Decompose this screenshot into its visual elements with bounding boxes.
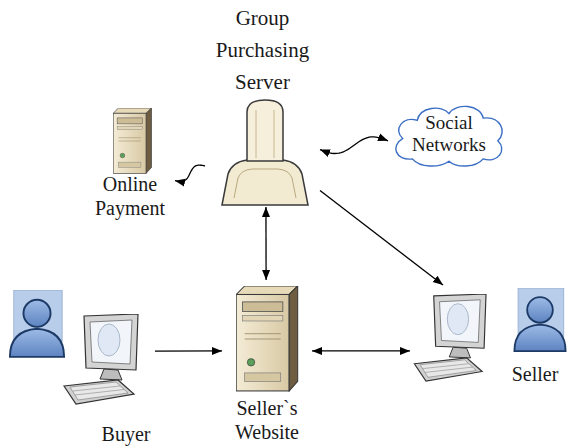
- arrow-line: [320, 191, 443, 285]
- node-label: Group Purchasing Server: [207, 2, 318, 98]
- seller-computer-icon: [414, 294, 486, 381]
- server-node: Group Purchasing Server: [205, 2, 320, 207]
- arrow-line: [312, 350, 410, 351]
- website-node: Seller`s Website: [222, 280, 312, 445]
- server-column: [247, 100, 283, 161]
- node-label: Seller`s Website: [222, 396, 312, 444]
- arrow-line: [155, 350, 222, 351]
- arrow-line: [265, 207, 266, 280]
- node-label: Seller: [498, 363, 572, 385]
- payment-node: Online Payment: [85, 105, 175, 227]
- buyer-node: Buyer: [8, 283, 155, 445]
- seller-person-icon: [514, 288, 565, 351]
- server-base: [222, 160, 308, 205]
- server-column-line: [274, 110, 275, 158]
- wavy-arrow: [320, 137, 388, 154]
- purchasing-server-icon: [222, 100, 308, 205]
- website-server-icon: [236, 286, 297, 391]
- cloud-outline: [396, 106, 502, 166]
- buyer-computer-icon: [64, 314, 138, 404]
- seller-node: Seller: [410, 285, 575, 388]
- node-label: Buyer: [98, 423, 154, 445]
- wavy-arrow: [175, 165, 205, 181]
- node-label: Online Payment: [85, 172, 175, 220]
- buyer-person-icon: [10, 290, 64, 357]
- cloud-node: Social Networks: [388, 100, 510, 168]
- server-base-trim: [234, 169, 296, 198]
- payment-server-icon: [113, 108, 151, 173]
- server-column-line: [256, 110, 257, 158]
- node-label: Social Networks: [404, 112, 494, 156]
